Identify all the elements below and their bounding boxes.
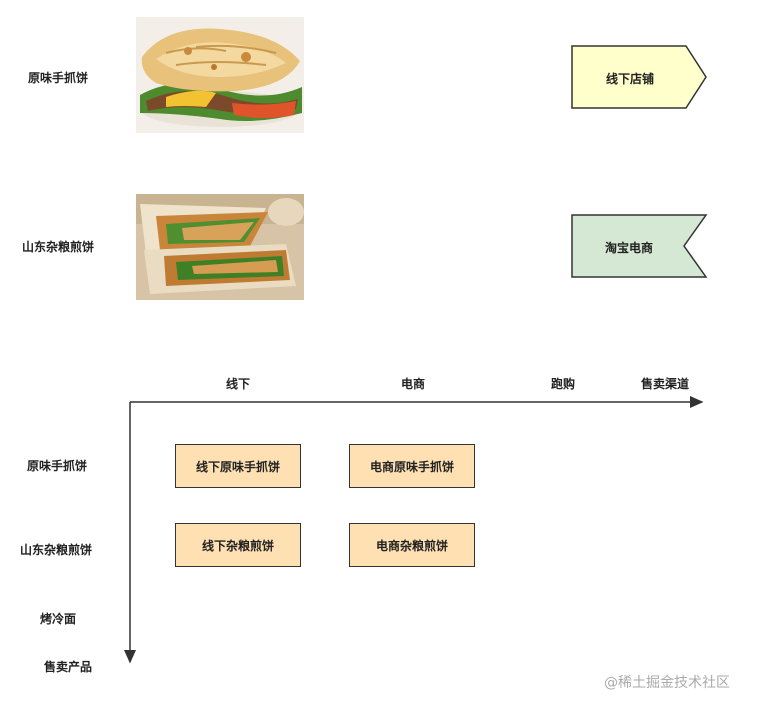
- product-label-shouzhuabing: 原味手抓饼: [28, 71, 89, 85]
- watermark: @稀土掘金技术社区: [604, 675, 730, 691]
- zaliangjianbing-photo: [136, 194, 304, 300]
- shouzhuabing-photo: [136, 17, 304, 133]
- y-label-zaliangjianbing: 山东杂粮煎饼: [20, 543, 93, 557]
- x-axis-title: 售卖渠道: [641, 377, 690, 391]
- taobao-ecommerce-label: 淘宝电商: [604, 240, 653, 255]
- box-ecommerce-zaliangjianbing: 电商杂粮煎饼: [349, 523, 475, 567]
- x-label-ecommerce: 电商: [401, 377, 426, 391]
- offline-store-shape: [571, 45, 707, 109]
- box-offline-shouzhuabing: 线下原味手抓饼: [175, 444, 301, 488]
- product-label-zaliangjianbing: 山东杂粮煎饼: [22, 240, 95, 254]
- y-label-kaolengmian: 烤冷面: [40, 612, 77, 626]
- offline-store-label: 线下店铺: [605, 71, 654, 86]
- y-axis-title: 售卖产品: [44, 660, 93, 674]
- x-label-paogou: 跑购: [551, 377, 576, 391]
- box-offline-zaliangjianbing: 线下杂粮煎饼: [175, 523, 301, 567]
- box-ecommerce-shouzhuabing: 电商原味手抓饼: [349, 444, 475, 488]
- y-label-shouzhuabing: 原味手抓饼: [27, 459, 88, 473]
- taobao-ecommerce-shape: [571, 214, 708, 278]
- x-label-offline: 线下: [226, 377, 251, 391]
